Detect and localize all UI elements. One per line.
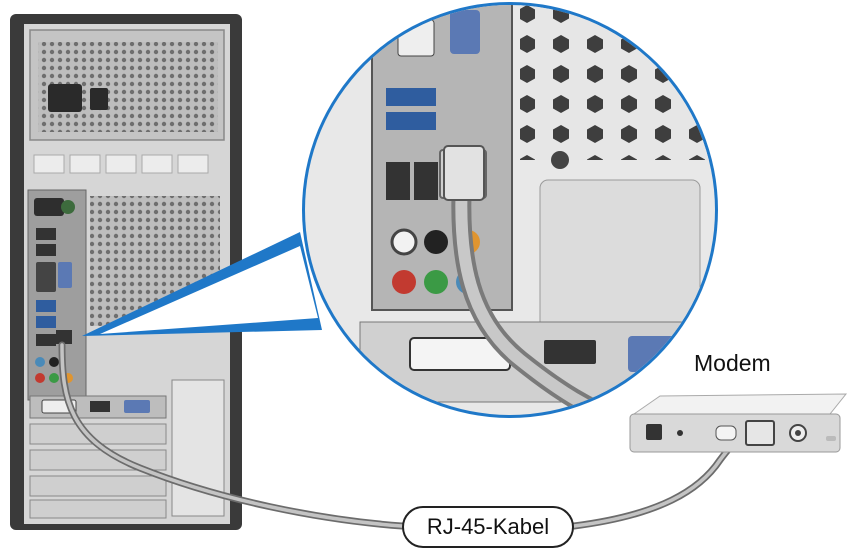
audio-jack-icon bbox=[35, 373, 45, 383]
lan-port-icon bbox=[56, 330, 72, 344]
rj45-plug-icon bbox=[443, 145, 485, 201]
audio-jack-icon bbox=[392, 270, 416, 294]
usb-port-icon bbox=[386, 112, 436, 130]
power-switch-icon bbox=[715, 425, 737, 441]
audio-jack-icon bbox=[424, 270, 448, 294]
ps2-port bbox=[34, 198, 64, 216]
usb-port-icon bbox=[386, 162, 410, 200]
usb-port-icon bbox=[36, 244, 56, 256]
usb-port-icon bbox=[36, 300, 56, 312]
mouse-port-icon bbox=[61, 200, 75, 214]
modem-device bbox=[629, 393, 848, 453]
audio-jack-icon bbox=[390, 228, 418, 256]
usb-port-icon bbox=[36, 334, 56, 346]
led-icon bbox=[677, 430, 683, 436]
usb-port-icon bbox=[36, 228, 56, 240]
lan-port-icon bbox=[745, 420, 775, 446]
power-socket-icon bbox=[48, 84, 82, 112]
cable-label: RJ-45-Kabel bbox=[402, 506, 574, 548]
status-light bbox=[826, 436, 836, 441]
hdmi-port-icon bbox=[544, 340, 596, 364]
vent-slots bbox=[33, 154, 209, 174]
vga-port-icon bbox=[58, 262, 72, 288]
vga-port-icon bbox=[124, 400, 150, 413]
usb-port-icon bbox=[386, 88, 436, 106]
power-switch-icon bbox=[90, 88, 108, 110]
audio-jack-icon bbox=[49, 357, 59, 367]
hdmi-port-icon bbox=[90, 401, 110, 412]
usb-port-icon bbox=[36, 316, 56, 328]
expansion-slots bbox=[29, 423, 167, 519]
audio-jack-icon bbox=[49, 373, 59, 383]
modem-label: Modem bbox=[694, 350, 771, 376]
magnified-view bbox=[302, 2, 718, 418]
modem-top bbox=[632, 393, 848, 415]
case-hex-grill bbox=[520, 5, 715, 160]
usb-port-icon bbox=[414, 162, 438, 200]
zoom-callout-wedge-inner bbox=[100, 246, 318, 334]
audio-jack-icon bbox=[424, 230, 448, 254]
vga-port-icon bbox=[450, 10, 480, 54]
io-shield bbox=[27, 189, 87, 401]
power-socket-icon bbox=[646, 424, 662, 440]
hdmi-port-icon bbox=[36, 262, 56, 292]
pc-tower bbox=[10, 14, 242, 530]
audio-jack-icon bbox=[35, 357, 45, 367]
